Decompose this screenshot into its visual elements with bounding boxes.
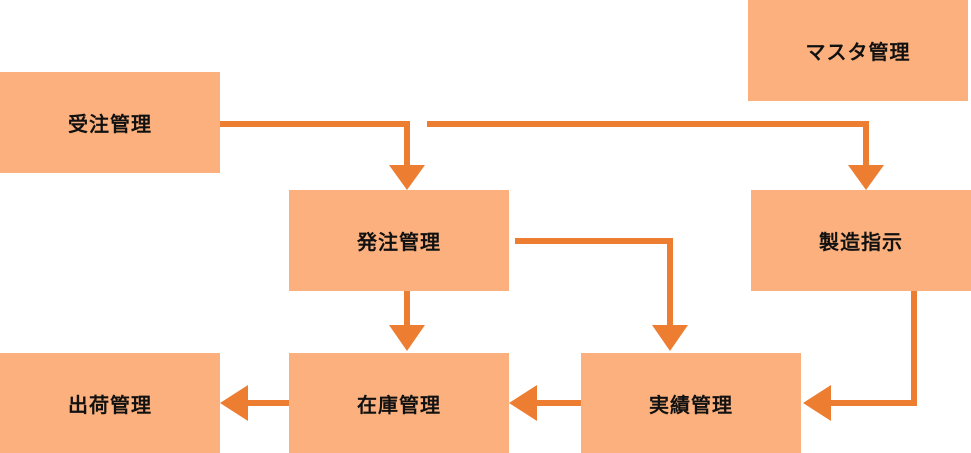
arrow-hatchu-to-jisseki	[515, 238, 688, 351]
node-seizo: 製造指示	[751, 190, 971, 291]
node-hatchu-label: 発注管理	[357, 230, 441, 254]
node-master-label: マスタ管理	[805, 40, 911, 64]
arrow-zaiko-to-shukka	[220, 385, 289, 421]
arrow-seizo-to-jisseki	[803, 291, 917, 421]
node-juchu-label: 受注管理	[68, 112, 152, 136]
arrow-juchu-to-hatchu	[220, 121, 425, 190]
node-shukka-label: 出荷管理	[68, 392, 152, 417]
node-seizo-label: 製造指示	[819, 230, 903, 254]
node-zaiko-label: 在庫管理	[357, 392, 441, 417]
arrow-hatchu-to-zaiko	[389, 291, 425, 351]
node-jisseki: 実績管理	[581, 353, 801, 453]
node-juchu: 受注管理	[0, 72, 220, 173]
node-hatchu: 発注管理	[289, 190, 509, 291]
node-jisseki-label: 実績管理	[649, 392, 733, 417]
node-master: マスタ管理	[748, 0, 968, 101]
arrow-juchu-to-seizo	[427, 121, 884, 190]
node-shukka: 出荷管理	[0, 353, 220, 453]
arrow-jisseki-to-zaiko	[509, 385, 581, 421]
node-zaiko: 在庫管理	[289, 353, 509, 453]
